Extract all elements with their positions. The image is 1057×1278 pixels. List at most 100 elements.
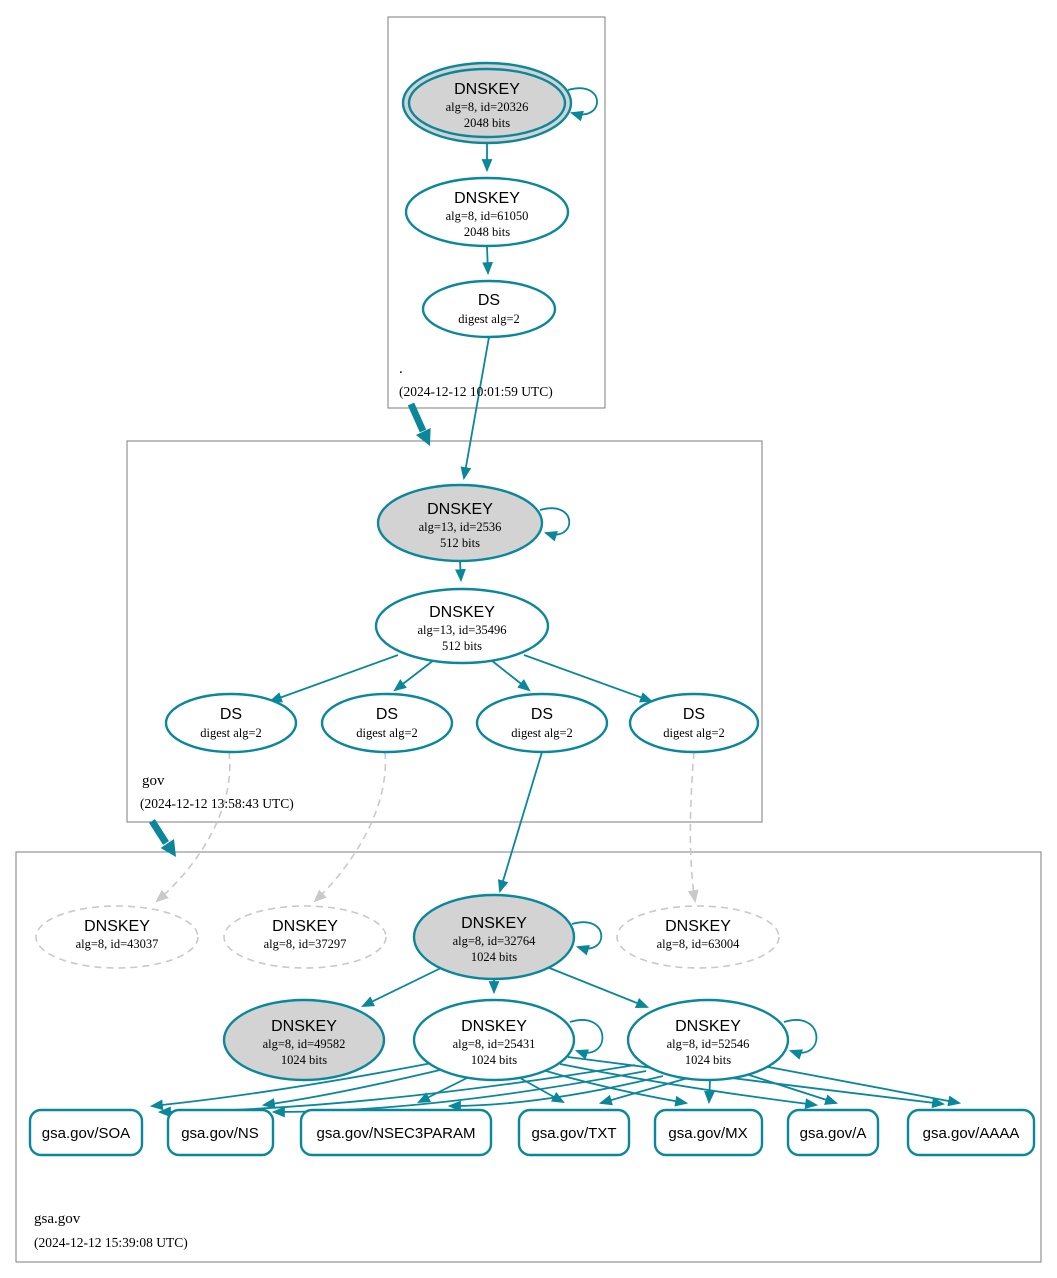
gov-zsk-detail: alg=13, id=35496 [417,623,506,637]
edge-zsk-25431-to-ns [261,1069,441,1109]
node-rrset-gsa-gov-soa[interactable]: gsa.gov/SOA [28,1108,144,1157]
edge-zsk-25431-to-a [559,1063,819,1110]
gov-ds1-detail: digest alg=2 [200,726,262,740]
gov-ksk-title: DNSKEY [427,501,493,518]
edge-gov-ds2-to-dnskey-37297 [313,751,387,903]
edge-gsa-ksk-self-sign [571,921,603,956]
rrset-aaaa-label: gsa.gov/AAAA [923,1125,1020,1142]
node-rrset-gsa-gov-ns[interactable]: gsa.gov/NS [166,1108,275,1157]
rrset-nsec3param-label: gsa.gov/NSEC3PARAM [317,1125,476,1142]
edge-gov-zone-to-gsa-zone-arrowhead [160,839,176,857]
node-gsa-ksk-dnskey-32764[interactable]: DNSKEY alg=8, id=32764 1024 bits [412,893,576,981]
gsa-dnskey-43037-detail: alg=8, id=43037 [76,937,159,951]
root-ksk-title: DNSKEY [454,81,520,98]
root-ksk-inner-ellipse [407,67,567,139]
gsa-ksk-bits: 1024 bits [471,950,517,964]
node-gov-ds-3[interactable]: DS digest alg=2 [475,692,609,754]
node-gov-ds-2[interactable]: DS digest alg=2 [320,692,454,754]
root-ksk-bits: 2048 bits [464,116,510,130]
root-zsk-detail: alg=8, id=61050 [446,209,529,223]
gsa-dnskey-37297-title: DNSKEY [272,918,338,935]
zone-timestamp-gov: (2024-12-12 13:58:43 UTC) [140,796,294,811]
gov-ds4-title: DS [683,706,705,723]
node-gov-zsk-dnskey-35496[interactable]: DNSKEY alg=13, id=35496 512 bits [374,587,550,665]
edge-gov-ksk-self-sign [539,507,571,542]
edge-root-zone-to-gov-zone-arrowhead [416,428,431,446]
rrset-soa-label: gsa.gov/SOA [42,1125,130,1142]
gsa-zsk-52546-ellipse [626,998,790,1082]
rrset-mx-rect [653,1108,764,1157]
edge-gov-ds1-to-dnskey-43037 [155,751,231,903]
node-gsa-zsk-dnskey-52546[interactable]: DNSKEY alg=8, id=52546 1024 bits [626,998,790,1082]
node-root-zsk-dnskey-61050[interactable]: DNSKEY alg=8, id=61050 2048 bits [404,176,570,248]
edge-gov-zsk-to-ds3 [490,659,531,692]
node-gsa-dnskey-43037[interactable]: DNSKEY alg=8, id=43037 [35,905,199,969]
root-zsk-bits: 2048 bits [464,225,510,239]
node-root-ksk-dnskey-20326[interactable]: DNSKEY alg=8, id=20326 2048 bits [401,61,573,145]
rrset-txt-label: gsa.gov/TXT [531,1125,616,1142]
gov-ksk-bits: 512 bits [440,536,480,550]
gov-zsk-title: DNSKEY [429,604,495,621]
node-gov-ds-1[interactable]: DS digest alg=2 [164,692,298,754]
edge-zsk-25431-to-nsec3param [417,1077,468,1103]
gov-ds1-title: DS [220,706,242,723]
node-rrset-gsa-gov-nsec3param[interactable]: gsa.gov/NSEC3PARAM [299,1108,493,1157]
gov-ds2-detail: digest alg=2 [356,726,418,740]
root-ds-title: DS [478,292,500,309]
root-zsk-ellipse [404,176,570,248]
rrset-a-rect [786,1108,880,1157]
root-ds-ellipse [421,279,557,339]
gsa-dnskey-49582-detail: alg=8, id=49582 [263,1037,346,1051]
gov-ds4-detail: digest alg=2 [663,726,725,740]
node-rrset-gsa-gov-mx[interactable]: gsa.gov/MX [653,1108,764,1157]
edge-gsa-zsk-25431-self-sign [569,1019,604,1060]
gsa-zsk-52546-title: DNSKEY [675,1018,741,1035]
node-gsa-zsk-dnskey-25431[interactable]: DNSKEY alg=8, id=25431 1024 bits [412,998,576,1082]
edge-zsk-25431-to-soa [149,1062,433,1111]
edge-gov-zsk-to-ds4 [523,654,654,703]
gov-ds2-title: DS [376,706,398,723]
gsa-ksk-ellipse [412,893,576,981]
edge-gov-ds3-to-gsa-ksk [497,751,543,894]
gsa-dnskey-49582-bits: 1024 bits [281,1053,327,1067]
rrset-a-label: gsa.gov/A [800,1125,867,1142]
edge-gsa-ksk-to-zsk-52546 [546,966,650,1009]
gsa-dnskey-63004-title: DNSKEY [665,918,731,935]
edge-root-ds-to-gov-ksk [460,336,490,481]
gov-ds1-ellipse [164,692,298,754]
gov-ksk-detail: alg=13, id=2536 [419,520,502,534]
gsa-zsk-25431-title: DNSKEY [461,1018,527,1035]
gsa-zsk-25431-bits: 1024 bits [471,1053,517,1067]
edge-root-zsk-to-ds [482,245,494,276]
rrset-ns-label: gsa.gov/NS [181,1125,259,1142]
gsa-dnskey-49582-ellipse [222,998,386,1082]
node-gsa-dnskey-37297[interactable]: DNSKEY alg=8, id=37297 [223,905,387,969]
rrset-ns-rect [166,1108,275,1157]
gsa-dnskey-63004-detail: alg=8, id=63004 [657,937,741,951]
node-rrset-gsa-gov-a[interactable]: gsa.gov/A [786,1108,880,1157]
node-gsa-dnskey-49582[interactable]: DNSKEY alg=8, id=49582 1024 bits [222,998,386,1082]
edge-gov-zsk-to-ds2 [393,659,435,692]
gsa-zsk-52546-bits: 1024 bits [685,1053,731,1067]
edge-zsk-25431-to-mx [545,1070,689,1107]
node-rrset-gsa-gov-txt[interactable]: gsa.gov/TXT [517,1108,631,1157]
edge-gov-ksk-to-zsk [455,560,466,583]
edge-root-ksk-self-sign [567,87,598,122]
edge-gov-zsk-to-ds1 [268,654,399,703]
gsa-dnskey-37297-detail: alg=8, id=37297 [264,937,347,951]
node-rrset-gsa-gov-aaaa[interactable]: gsa.gov/AAAA [906,1108,1036,1157]
node-gsa-dnskey-63004[interactable]: DNSKEY alg=8, id=63004 [616,905,780,969]
zone-timestamp-root: (2024-12-12 10:01:59 UTC) [399,384,553,399]
rrset-nsec3param-rect [299,1108,493,1157]
root-zsk-title: DNSKEY [454,190,520,207]
edge-gsa-zsk-52546-self-sign [783,1019,818,1060]
node-gov-ds-4[interactable]: DS digest alg=2 [628,692,760,754]
node-gov-ksk-dnskey-2536[interactable]: DNSKEY alg=13, id=2536 512 bits [376,483,544,563]
gov-zsk-ellipse [374,587,550,665]
gsa-dnskey-63004-ellipse [616,905,780,969]
gov-zsk-bits: 512 bits [442,639,482,653]
rrset-mx-label: gsa.gov/MX [668,1125,747,1142]
node-root-ds[interactable]: DS digest alg=2 [421,279,557,339]
